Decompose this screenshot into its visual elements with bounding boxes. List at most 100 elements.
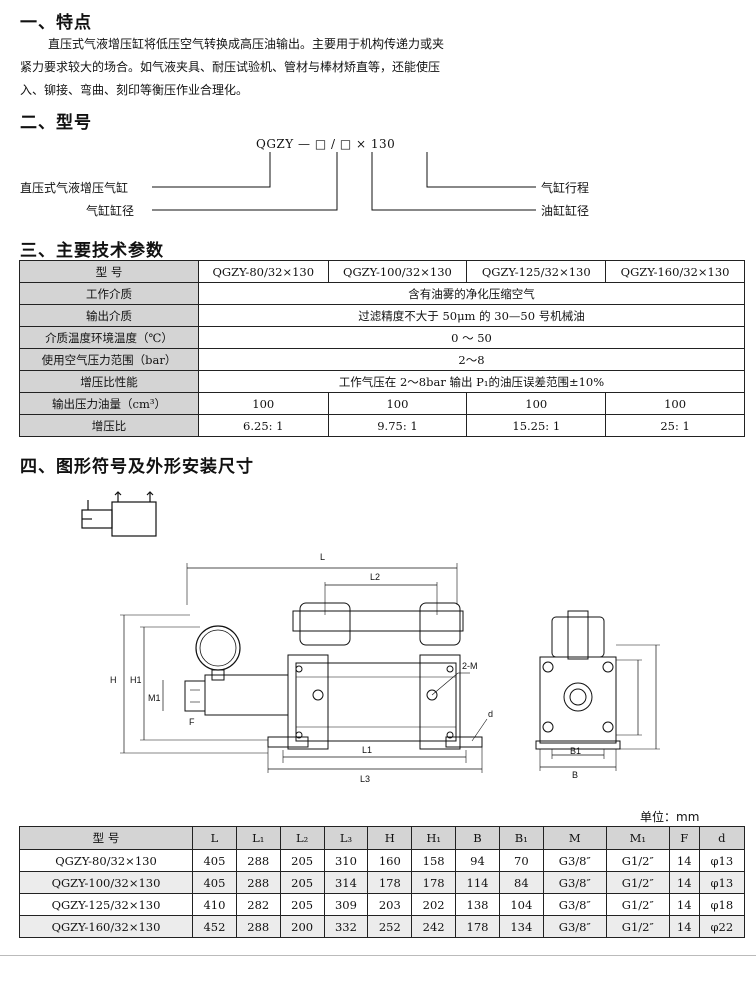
table-cell: QGZY-100/32×130 [327, 260, 468, 283]
column-header: L [192, 826, 237, 850]
table-row: 输出压力油量（cm³） 100 100 100 100 [19, 392, 745, 415]
label-oil-bore: 油缸缸径 [541, 204, 590, 218]
graphic-symbol-icon [81, 491, 157, 537]
table-cell: 25: 1 [605, 414, 745, 437]
intro-paragraph: 直压式气液增压缸将低压空气转换成高压油输出。主要用于机构传递力或夹 紧力要求较大… [20, 33, 500, 102]
column-header: B [455, 826, 500, 850]
column-header: H [367, 826, 413, 850]
table-cell: 309 [323, 893, 369, 916]
dim-label-d: d [488, 709, 493, 719]
table-cell: 288 [235, 915, 281, 938]
table-cell: QGZY-125/32×130 [19, 893, 193, 916]
table-row: 使用空气压力范围（bar） 2～8 [19, 348, 745, 371]
dim-label-L: L [320, 552, 325, 562]
table-header-row: 型 号 L L₁ L₂ L₃ H H₁ B B₁ M M₁ F d [19, 826, 746, 850]
column-header: M₁ [605, 826, 670, 850]
table-cell: 14 [668, 893, 700, 916]
table-cell: 160 [367, 849, 413, 872]
dim-label-M1: M1 [148, 693, 161, 703]
outline-drawing: L L2 L1 L3 H H1 M1 F 2-M d B1 B [110, 552, 660, 784]
model-code: QGZY — □ / □ × 130 [256, 137, 396, 151]
table-cell: G1/2″ [605, 849, 670, 872]
table-cell: 6.25: 1 [198, 414, 329, 437]
column-header: L₃ [323, 826, 369, 850]
table-cell: 0 ～ 50 [198, 326, 745, 349]
table-cell: QGZY-80/32×130 [198, 260, 329, 283]
table-cell: 2～8 [198, 348, 745, 371]
section-title-features: 一、特点 [20, 13, 92, 33]
column-header: M [542, 826, 607, 850]
table-cell: φ22 [698, 915, 746, 938]
table-cell: QGZY-80/32×130 [19, 849, 193, 872]
table-cell: 202 [411, 893, 457, 916]
table-cell: G1/2″ [605, 915, 670, 938]
column-header: d [698, 826, 746, 850]
table-cell: 134 [498, 915, 544, 938]
column-header: 型 号 [19, 826, 193, 850]
intro-line: 直压式气液增压缸将低压空气转换成高压油输出。主要用于机构传递力或夹 [48, 37, 445, 51]
table-row: 输出介质 过滤精度不大于 50μm 的 30—50 号机械油 [19, 304, 745, 327]
table-cell: 242 [411, 915, 457, 938]
dim-label-F: F [189, 717, 195, 727]
table-cell: G3/8″ [542, 871, 607, 894]
row-label: 增压比 [19, 414, 199, 437]
table-cell: QGZY-125/32×130 [466, 260, 607, 283]
table-cell: 含有油雾的净化压缩空气 [198, 282, 745, 305]
table-cell: 100 [605, 392, 745, 415]
table-cell: 14 [668, 915, 700, 938]
table-cell: 过滤精度不大于 50μm 的 30—50 号机械油 [198, 304, 745, 327]
table-cell: 工作气压在 2～8bar 输出 P₁的油压误差范围±10% [198, 370, 745, 393]
table-cell: 452 [192, 915, 237, 938]
table-cell: 310 [323, 849, 369, 872]
unit-label: 单位：mm [640, 810, 700, 824]
table-cell: 200 [279, 915, 325, 938]
dimension-table: 型 号 L L₁ L₂ L₃ H H₁ B B₁ M M₁ F d QGZY-8… [19, 826, 746, 938]
table-cell: G3/8″ [542, 915, 607, 938]
row-label: 输出压力油量（cm³） [19, 392, 199, 415]
table-cell: 94 [455, 849, 500, 872]
label-cylinder-type: 直压式气液增压气缸 [20, 181, 129, 195]
table-cell: φ13 [698, 871, 746, 894]
table-cell: 314 [323, 871, 369, 894]
table-cell: G3/8″ [542, 849, 607, 872]
label-air-bore: 气缸缸径 [86, 204, 135, 218]
table-cell: 70 [498, 849, 544, 872]
row-label: 增压比性能 [19, 370, 199, 393]
table-cell: 178 [455, 915, 500, 938]
model-code-leader-lines [152, 152, 536, 211]
table-cell: 84 [498, 871, 544, 894]
table-cell: 410 [192, 893, 237, 916]
row-label: 型 号 [19, 260, 199, 283]
spec-table: 型 号 QGZY-80/32×130 QGZY-100/32×130 QGZY-… [19, 260, 745, 437]
table-cell: 203 [367, 893, 413, 916]
table-cell: 178 [367, 871, 413, 894]
table-row: 增压比性能 工作气压在 2～8bar 输出 P₁的油压误差范围±10% [19, 370, 745, 393]
table-cell: 178 [411, 871, 457, 894]
table-cell: 9.75: 1 [327, 414, 468, 437]
section-title-model: 二、型号 [20, 113, 92, 133]
dim-label-H1: H1 [130, 675, 142, 685]
table-cell: 138 [455, 893, 500, 916]
table-row: 工作介质 含有油雾的净化压缩空气 [19, 282, 745, 305]
page-divider [0, 955, 756, 956]
table-cell: QGZY-160/32×130 [605, 260, 745, 283]
dim-label-2M: 2-M [462, 661, 478, 671]
table-row: QGZY-125/32×130 410 282 205 309 203 202 … [19, 893, 746, 916]
table-cell: QGZY-160/32×130 [19, 915, 193, 938]
table-cell: 252 [367, 915, 413, 938]
table-cell: 205 [279, 871, 325, 894]
table-cell: 405 [192, 871, 237, 894]
table-row: QGZY-80/32×130 405 288 205 310 160 158 9… [19, 849, 746, 872]
table-row: QGZY-100/32×130 405 288 205 314 178 178 … [19, 871, 746, 894]
column-header: L₁ [235, 826, 281, 850]
table-cell: 282 [235, 893, 281, 916]
dim-label-B1: B1 [570, 746, 581, 756]
dim-label-B: B [572, 770, 578, 780]
table-cell: G1/2″ [605, 871, 670, 894]
table-cell: 288 [235, 849, 281, 872]
table-row: 型 号 QGZY-80/32×130 QGZY-100/32×130 QGZY-… [19, 260, 745, 283]
column-header: L₂ [279, 826, 325, 850]
row-label: 使用空气压力范围（bar） [19, 348, 199, 371]
section-title-drawing: 四、图形符号及外形安装尺寸 [20, 457, 254, 477]
table-cell: 405 [192, 849, 237, 872]
